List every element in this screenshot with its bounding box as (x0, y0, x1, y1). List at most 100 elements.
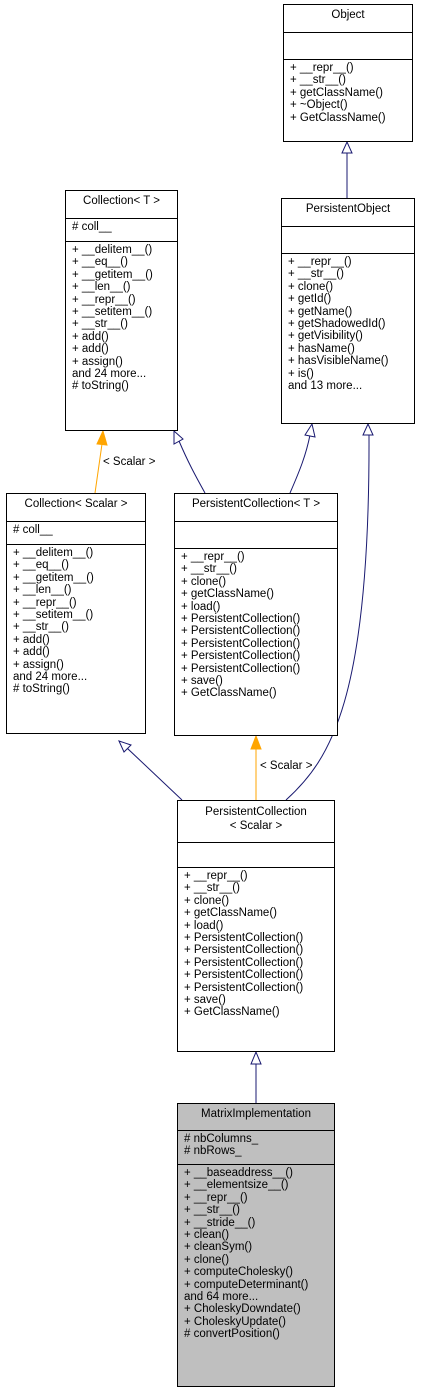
method-item[interactable]: + __str__() (290, 74, 346, 87)
method-item[interactable]: + __repr__() (181, 551, 245, 563)
method-item[interactable]: + getId() (288, 293, 332, 306)
method-item[interactable]: # convertPosition() (184, 1328, 280, 1341)
attribute-item[interactable]: # coll__ (13, 524, 53, 536)
method-item[interactable]: + __len__() (13, 584, 72, 597)
method-item[interactable]: + assign() (13, 658, 64, 671)
attributes-section (282, 226, 414, 253)
method-item[interactable]: + PersistentCollection() (181, 625, 301, 638)
class-box-persistentcollection-t[interactable]: PersistentCollection< T > + __repr__()+ … (174, 493, 338, 736)
method-item[interactable]: and 24 more... (13, 671, 88, 684)
method-item[interactable]: + PersistentCollection() (184, 944, 304, 957)
methods-section: + __repr__()+ __str__()+ clone()+ getId(… (282, 253, 414, 395)
method-item[interactable]: + PersistentCollection() (181, 637, 301, 650)
attribute-item[interactable]: # nbColumns_ (184, 1133, 259, 1145)
method-item[interactable]: + __str__() (13, 621, 69, 634)
methods-section: + __delitem__()+ __eq__()+ __getitem__()… (66, 241, 177, 396)
method-item[interactable]: + assign() (72, 355, 123, 368)
method-item[interactable]: + getClassName() (184, 907, 277, 920)
class-box-object[interactable]: Object + __repr__()+ __str__()+ getClass… (283, 4, 413, 142)
method-item[interactable]: + CholeskyDowndate() (184, 1303, 301, 1316)
method-item[interactable]: + CholeskyUpdate() (184, 1315, 286, 1328)
method-item[interactable]: + clone() (288, 280, 334, 293)
method-item[interactable]: + computeDeterminant() (184, 1278, 309, 1291)
method-item[interactable]: + __setitem__() (72, 306, 153, 319)
attribute-item[interactable]: # coll__ (72, 221, 112, 233)
method-item[interactable]: + __delitem__() (72, 244, 153, 256)
method-item[interactable]: + getVisibility() (288, 330, 363, 343)
class-box-collection-scalar[interactable]: Collection< Scalar > # coll__ + __delite… (6, 493, 146, 734)
class-box-persistentcollection-scalar[interactable]: PersistentCollection < Scalar > + __repr… (177, 800, 335, 1052)
class-title: PersistentCollection < Scalar > (178, 801, 334, 842)
method-item[interactable]: + __str__() (288, 268, 344, 281)
method-item[interactable]: + clone() (184, 894, 230, 907)
method-item[interactable]: + getName() (288, 305, 353, 318)
method-item[interactable]: + add() (72, 343, 109, 356)
method-item[interactable]: + PersistentCollection() (184, 969, 304, 982)
method-item[interactable]: + GetClassName() (181, 687, 277, 700)
attributes-section (284, 32, 412, 59)
method-item[interactable]: + PersistentCollection() (181, 650, 301, 663)
method-item[interactable]: + __repr__() (13, 596, 77, 609)
method-item[interactable]: + __str__() (184, 882, 240, 895)
method-item[interactable]: + PersistentCollection() (181, 662, 301, 675)
method-item[interactable]: + __str__() (181, 563, 237, 576)
method-item[interactable]: + cleanSym() (184, 1241, 253, 1254)
method-item[interactable]: + __repr__() (72, 293, 136, 306)
method-item[interactable]: + __getitem__() (72, 268, 153, 281)
attribute-item[interactable]: # nbRows_ (184, 1145, 242, 1158)
method-item[interactable]: + __repr__() (184, 870, 248, 882)
method-item[interactable]: + PersistentCollection() (184, 981, 304, 994)
method-item[interactable]: and 64 more... (184, 1291, 259, 1304)
method-item[interactable]: + save() (184, 994, 226, 1007)
method-item[interactable]: and 24 more... (72, 368, 147, 381)
class-title: Object (331, 9, 365, 21)
method-item[interactable]: + add() (13, 633, 50, 646)
class-title: Collection< T > (83, 195, 160, 207)
attributes-section: # coll__ (66, 218, 177, 241)
method-item[interactable]: + getClassName() (181, 588, 274, 601)
method-item[interactable]: + save() (181, 675, 223, 688)
class-box-matriximplementation[interactable]: MatrixImplementation # nbColumns_# nbRow… (177, 1103, 335, 1387)
method-item[interactable]: + __str__() (72, 318, 128, 331)
method-item[interactable]: + hasVisibleName() (288, 355, 389, 368)
method-item[interactable]: + PersistentCollection() (181, 613, 301, 626)
method-item[interactable]: + __len__() (72, 281, 131, 294)
method-item[interactable]: + GetClassName() (290, 111, 386, 124)
method-item[interactable]: + __getitem__() (13, 571, 94, 584)
method-item[interactable]: + add() (13, 646, 50, 659)
method-item[interactable]: + PersistentCollection() (184, 956, 304, 969)
methods-section: + __repr__()+ __str__()+ clone()+ getCla… (178, 867, 334, 1022)
method-item[interactable]: + __delitem__() (13, 547, 94, 559)
method-item[interactable]: # toString() (72, 380, 129, 393)
class-box-collection-t[interactable]: Collection< T > # coll__ + __delitem__()… (65, 190, 178, 431)
method-item[interactable]: + __repr__() (184, 1191, 248, 1204)
method-item[interactable]: + PersistentCollection() (184, 932, 304, 945)
method-item[interactable]: + getClassName() (290, 86, 383, 99)
method-item[interactable]: + computeCholesky() (184, 1266, 293, 1279)
method-item[interactable]: + __eq__() (13, 559, 69, 572)
method-item[interactable]: + __repr__() (288, 256, 352, 268)
method-item[interactable]: + __repr__() (290, 62, 354, 74)
method-item[interactable]: + load() (181, 600, 221, 613)
method-item[interactable]: + clone() (181, 575, 227, 588)
method-item[interactable]: + is() (288, 367, 314, 380)
method-item[interactable]: + __setitem__() (13, 609, 94, 622)
method-item[interactable]: and 13 more... (288, 380, 363, 393)
method-item[interactable]: + __eq__() (72, 256, 128, 269)
method-item[interactable]: + __str__() (184, 1204, 240, 1217)
edge-persistentobject-object (341, 140, 353, 198)
method-item[interactable]: + ~Object() (290, 99, 348, 112)
method-item[interactable]: + GetClassName() (184, 1006, 280, 1019)
method-item[interactable]: + __elementsize__() (184, 1179, 289, 1192)
method-item[interactable]: + load() (184, 919, 224, 932)
class-box-persistentobject[interactable]: PersistentObject + __repr__()+ __str__()… (281, 198, 415, 424)
method-item[interactable]: + __stride__() (184, 1216, 256, 1229)
method-item[interactable]: # toString() (13, 683, 70, 696)
method-item[interactable]: + getShadowedId() (288, 318, 386, 331)
method-item[interactable]: + hasName() (288, 342, 355, 355)
attributes-section (175, 521, 337, 548)
method-item[interactable]: + clean() (184, 1229, 230, 1242)
method-item[interactable]: + __baseaddress__() (184, 1167, 294, 1179)
method-item[interactable]: + clone() (184, 1253, 230, 1266)
method-item[interactable]: + add() (72, 330, 109, 343)
